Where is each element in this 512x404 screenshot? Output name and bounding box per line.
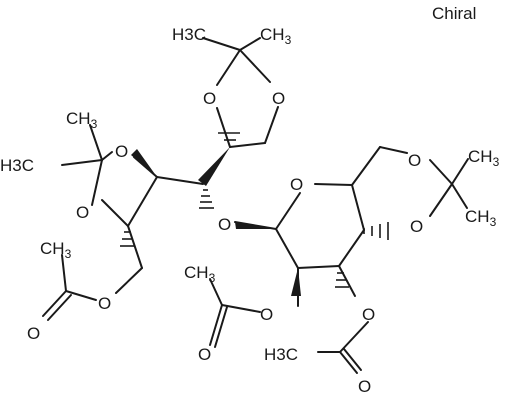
oxygen-label: O — [115, 142, 128, 161]
bond — [101, 199, 129, 227]
oxygen-label: O — [198, 345, 211, 364]
oxygen-label: O — [98, 294, 111, 313]
bond — [351, 184, 365, 231]
wedge-bond — [131, 149, 157, 177]
bond — [209, 304, 223, 346]
methyl-label: CH3 — [465, 207, 497, 229]
atom-labels: H3C CH3 O O CH3 O H3C O O O O O CH3 CH3 … — [0, 25, 500, 396]
bond — [127, 225, 143, 269]
bond — [297, 265, 340, 269]
bond — [338, 229, 365, 267]
oxygen-label: O — [358, 377, 371, 396]
oxygen-label: O — [203, 89, 216, 108]
hashed-bonds — [120, 132, 389, 288]
bond — [91, 159, 103, 206]
bond — [229, 142, 266, 148]
bond — [61, 254, 67, 292]
bond — [429, 183, 453, 217]
bond — [451, 183, 468, 209]
bond — [264, 106, 279, 144]
oxygen-label: O — [410, 217, 423, 236]
bonds — [42, 37, 469, 374]
bond — [239, 37, 261, 51]
bond — [209, 278, 223, 306]
methyl-label: CH3 — [66, 109, 98, 131]
wedge-bond — [198, 147, 230, 186]
bond — [275, 228, 299, 269]
bond — [216, 107, 231, 148]
bond — [89, 124, 103, 161]
bond — [216, 49, 241, 86]
bond — [221, 304, 261, 313]
oxygen-label: O — [260, 305, 273, 324]
bond — [339, 321, 369, 353]
bond — [351, 146, 381, 186]
bond — [338, 265, 356, 297]
bond — [429, 159, 453, 185]
bond — [339, 351, 358, 374]
bond — [47, 294, 72, 321]
methyl-label: CH3 — [468, 147, 500, 169]
oxygen-label: O — [290, 175, 303, 194]
bond — [379, 146, 408, 154]
bond — [156, 176, 204, 185]
bond — [101, 151, 113, 161]
methyl-label: H3C — [264, 345, 298, 364]
bond — [61, 159, 103, 166]
methyl-label: CH3 — [40, 239, 72, 261]
bond — [275, 192, 301, 230]
bond — [343, 348, 362, 371]
bond — [115, 267, 143, 294]
oxygen-label: O — [408, 151, 421, 170]
methyl-label: CH3 — [184, 263, 216, 285]
methyl-label: H3C — [172, 25, 206, 44]
wedge-bond — [291, 268, 301, 296]
bond — [65, 290, 97, 301]
oxygen-label: O — [218, 215, 231, 234]
oxygen-label: O — [27, 324, 40, 343]
chiral-label: Chiral — [432, 4, 476, 23]
oxygen-label: O — [272, 89, 285, 108]
methyl-label: CH3 — [260, 25, 292, 47]
bond — [42, 290, 67, 317]
bond — [127, 176, 158, 227]
oxygen-label: O — [76, 203, 89, 222]
methyl-label: H3C — [0, 156, 34, 175]
bond — [451, 158, 469, 185]
bond — [239, 49, 271, 83]
bond — [202, 37, 241, 51]
bond — [314, 183, 353, 186]
wedge-bond — [235, 222, 276, 229]
oxygen-label: O — [362, 305, 375, 324]
bond — [214, 306, 228, 348]
